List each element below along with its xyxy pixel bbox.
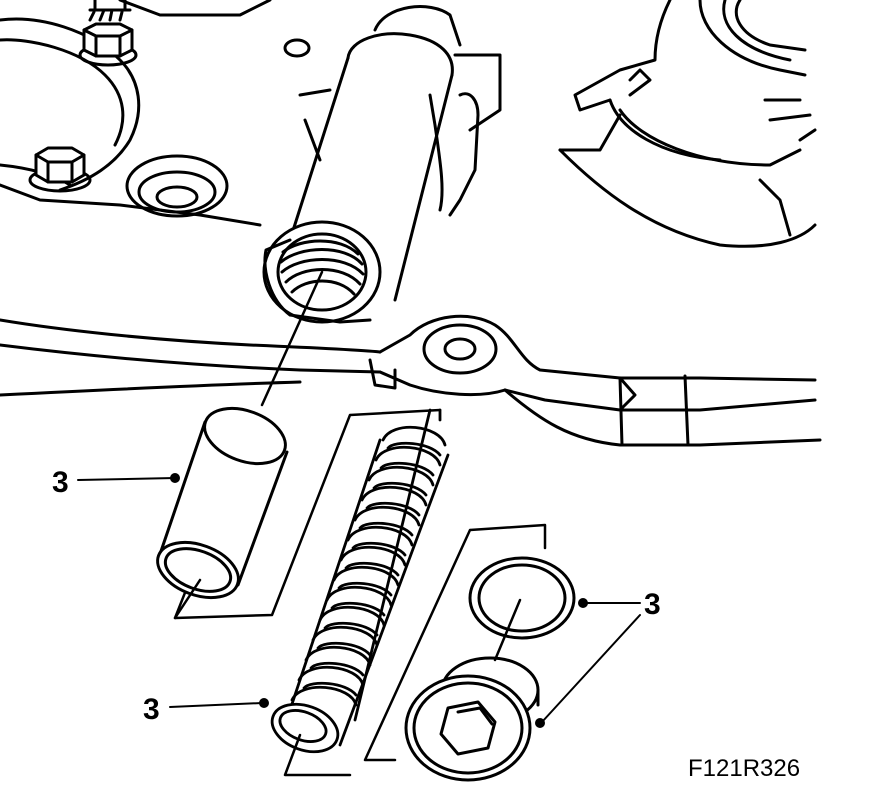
callout-seal-and-plug: 3 bbox=[535, 588, 661, 728]
figure-code: F121R326 bbox=[688, 755, 800, 782]
hex-socket-plug bbox=[404, 656, 540, 782]
housing-casting bbox=[0, 0, 822, 447]
hex-bolt-upper bbox=[78, 8, 138, 67]
callout-sleeve: 3 bbox=[52, 466, 180, 499]
sleeve-axis-line bbox=[173, 578, 202, 620]
plug-bracket bbox=[363, 523, 547, 762]
hex-bolt-lower bbox=[28, 146, 92, 193]
callout-spring: 3 bbox=[143, 693, 269, 726]
callout-label-sleeve: 3 bbox=[52, 466, 69, 499]
sleeve bbox=[156, 406, 289, 600]
assembly-axis-line bbox=[260, 270, 324, 407]
sealing-ring bbox=[468, 556, 576, 662]
sleeve-bracket bbox=[173, 408, 442, 620]
spring bbox=[270, 408, 450, 777]
callout-label-spring: 3 bbox=[143, 693, 160, 726]
callout-label-seal-and-plug: 3 bbox=[644, 588, 661, 621]
